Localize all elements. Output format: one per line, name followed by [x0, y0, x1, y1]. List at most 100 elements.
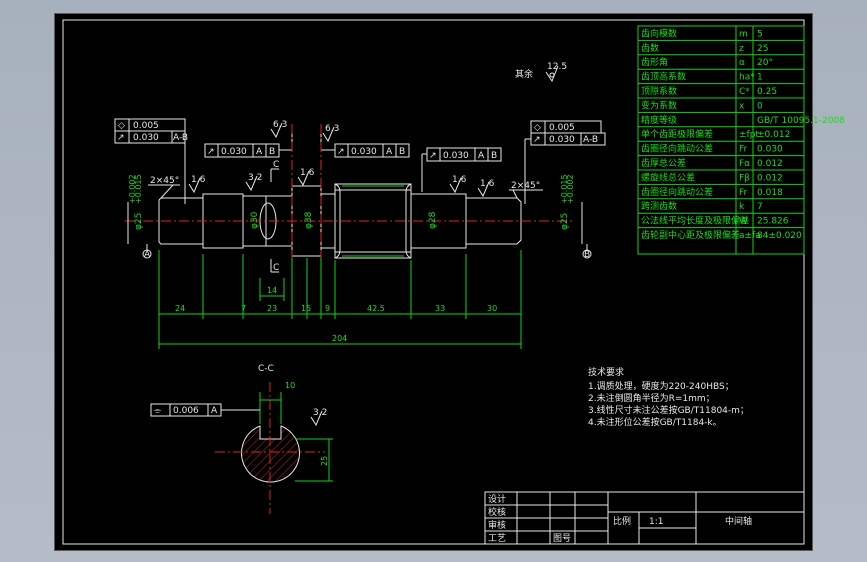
param-value: 0.012 [757, 173, 783, 183]
param-symbol: α [739, 58, 745, 68]
param-name: 变为系数 [641, 99, 677, 111]
param-symbol: a±fa [739, 231, 761, 241]
svg-text:14: 14 [267, 286, 277, 295]
chamfer-left: 2×45° [150, 176, 179, 186]
shaft-main-view [125, 124, 575, 309]
param-name: 齿顶高系数 [641, 71, 686, 83]
dia-left: φ25 [134, 213, 144, 230]
fcf-mid2: ↗ 0.030 A B [320, 126, 410, 158]
chamfer-right: 2×45° [511, 181, 540, 191]
svg-text:6.3: 6.3 [273, 120, 287, 130]
svg-text:◇: ◇ [118, 121, 125, 131]
svg-text:0.030: 0.030 [221, 147, 247, 157]
param-value: 0 [757, 101, 763, 111]
fcf-left-b: 0.030 [133, 133, 159, 143]
section-cut-marks: C C [270, 160, 279, 273]
param-symbol: z [739, 44, 744, 54]
svg-text:15: 15 [301, 304, 311, 313]
param-value: 25 [757, 44, 768, 54]
svg-text:30: 30 [487, 304, 497, 313]
svg-text:↗: ↗ [337, 147, 345, 157]
param-value: 0.030 [757, 145, 783, 155]
note-4: 4.未注形位公差按GB/T1184-k。 [588, 416, 722, 428]
svg-text:23: 23 [267, 304, 277, 313]
svg-text:1:1: 1:1 [649, 517, 663, 527]
param-value: 5 [757, 29, 763, 39]
note-3: 3.线性尺寸未注公差按GB/T11804-m； [588, 404, 749, 416]
datum-symbols: A B [142, 244, 592, 260]
other-surfaces-roughness: 其余 12.5 [515, 62, 567, 83]
svg-text:校核: 校核 [488, 506, 506, 518]
svg-text:0.005: 0.005 [549, 123, 575, 133]
param-name: 精度等级 [641, 114, 677, 126]
svg-text:9: 9 [325, 304, 330, 313]
title-block: 设计 校核 审核 工艺 图号 比例 1:1 中间轴 [484, 491, 805, 545]
param-symbol: Fr [739, 188, 748, 198]
part-name: 中间轴 [725, 515, 752, 527]
svg-text:图号: 图号 [553, 533, 571, 544]
section-mark-top: C [273, 160, 279, 170]
fcf-right: ◇ 0.005 ↗ 0.030 A-B [524, 120, 606, 204]
param-symbol: ha* [739, 73, 755, 83]
svg-text:0.006: 0.006 [173, 406, 199, 416]
param-name: 顶隙系数 [641, 85, 677, 97]
svg-text:1.6: 1.6 [480, 179, 495, 189]
param-symbol: W [739, 217, 748, 227]
param-name: 齿圈径向跳动公差 [641, 143, 713, 155]
param-name: 齿轮副中心距及极限偏差 [641, 229, 740, 241]
param-value: 1 [757, 73, 763, 83]
param-name: 单个齿距极限偏差 [641, 128, 713, 140]
svg-text:设计: 设计 [488, 493, 506, 505]
datum-b: B [584, 250, 590, 260]
svg-text:+0.015: +0.015 [560, 174, 569, 204]
datum-a: A [144, 250, 151, 260]
dia-30: φ30 [250, 211, 260, 229]
param-value: 84±0.020 [757, 231, 802, 241]
param-symbol: Fβ [739, 173, 750, 183]
svg-text:+0.002: +0.002 [128, 174, 137, 204]
svg-text:6.3: 6.3 [325, 124, 339, 134]
svg-text:+0.015: +0.015 [134, 174, 143, 204]
section-view: C-C 10 25 3.2 ⌯ 0.006 A [150, 364, 333, 514]
section-title: C-C [258, 364, 274, 374]
svg-text:比例: 比例 [613, 515, 631, 527]
svg-text:1.6: 1.6 [452, 175, 467, 185]
svg-text:+0.002: +0.002 [566, 174, 575, 204]
param-symbol: Fr [739, 145, 748, 155]
svg-text:42.5: 42.5 [367, 304, 385, 313]
param-symbol: m [739, 29, 748, 39]
param-name: 螺旋线总公差 [641, 171, 695, 183]
fcf-left-b-ref: A-B [173, 133, 188, 143]
svg-text:B: B [399, 147, 405, 157]
svg-text:↗: ↗ [429, 151, 437, 161]
svg-text:1.6: 1.6 [300, 168, 315, 178]
qita-ra-value: 12.5 [547, 62, 567, 72]
param-symbol: ±fpt [739, 130, 759, 140]
fcf-left: ◇ 0.005 ↗ 0.030 A-B [114, 118, 188, 204]
qita-label: 其余 [515, 68, 533, 80]
param-value: 25.826 [757, 217, 789, 227]
param-symbol: C* [739, 87, 750, 97]
svg-text:审核: 审核 [488, 519, 506, 531]
section-mark-bottom: C [273, 263, 279, 273]
svg-text:↗: ↗ [533, 135, 541, 145]
svg-text:工艺: 工艺 [488, 533, 506, 544]
svg-text:⌯: ⌯ [154, 406, 162, 416]
notes-title: 技术要求 [588, 366, 624, 378]
svg-text:33: 33 [435, 304, 445, 313]
diameter-labels: φ25 +0.015 +0.002 φ25 +0.015 +0.002 φ30 … [127, 174, 583, 244]
svg-text:10: 10 [285, 381, 295, 390]
svg-text:A-B: A-B [583, 135, 598, 145]
svg-text:↗: ↗ [207, 147, 215, 157]
svg-text:7: 7 [241, 304, 246, 313]
svg-text:A: A [478, 151, 485, 161]
param-name: 齿圈径向跳动公差 [641, 186, 713, 198]
param-symbol: x [739, 101, 745, 111]
svg-text:1.6: 1.6 [191, 175, 206, 185]
svg-text:3.2: 3.2 [313, 408, 327, 418]
fcf-left-a: 0.005 [133, 121, 159, 131]
param-name: 齿厚总公差 [641, 157, 686, 169]
svg-text:24: 24 [175, 304, 185, 313]
